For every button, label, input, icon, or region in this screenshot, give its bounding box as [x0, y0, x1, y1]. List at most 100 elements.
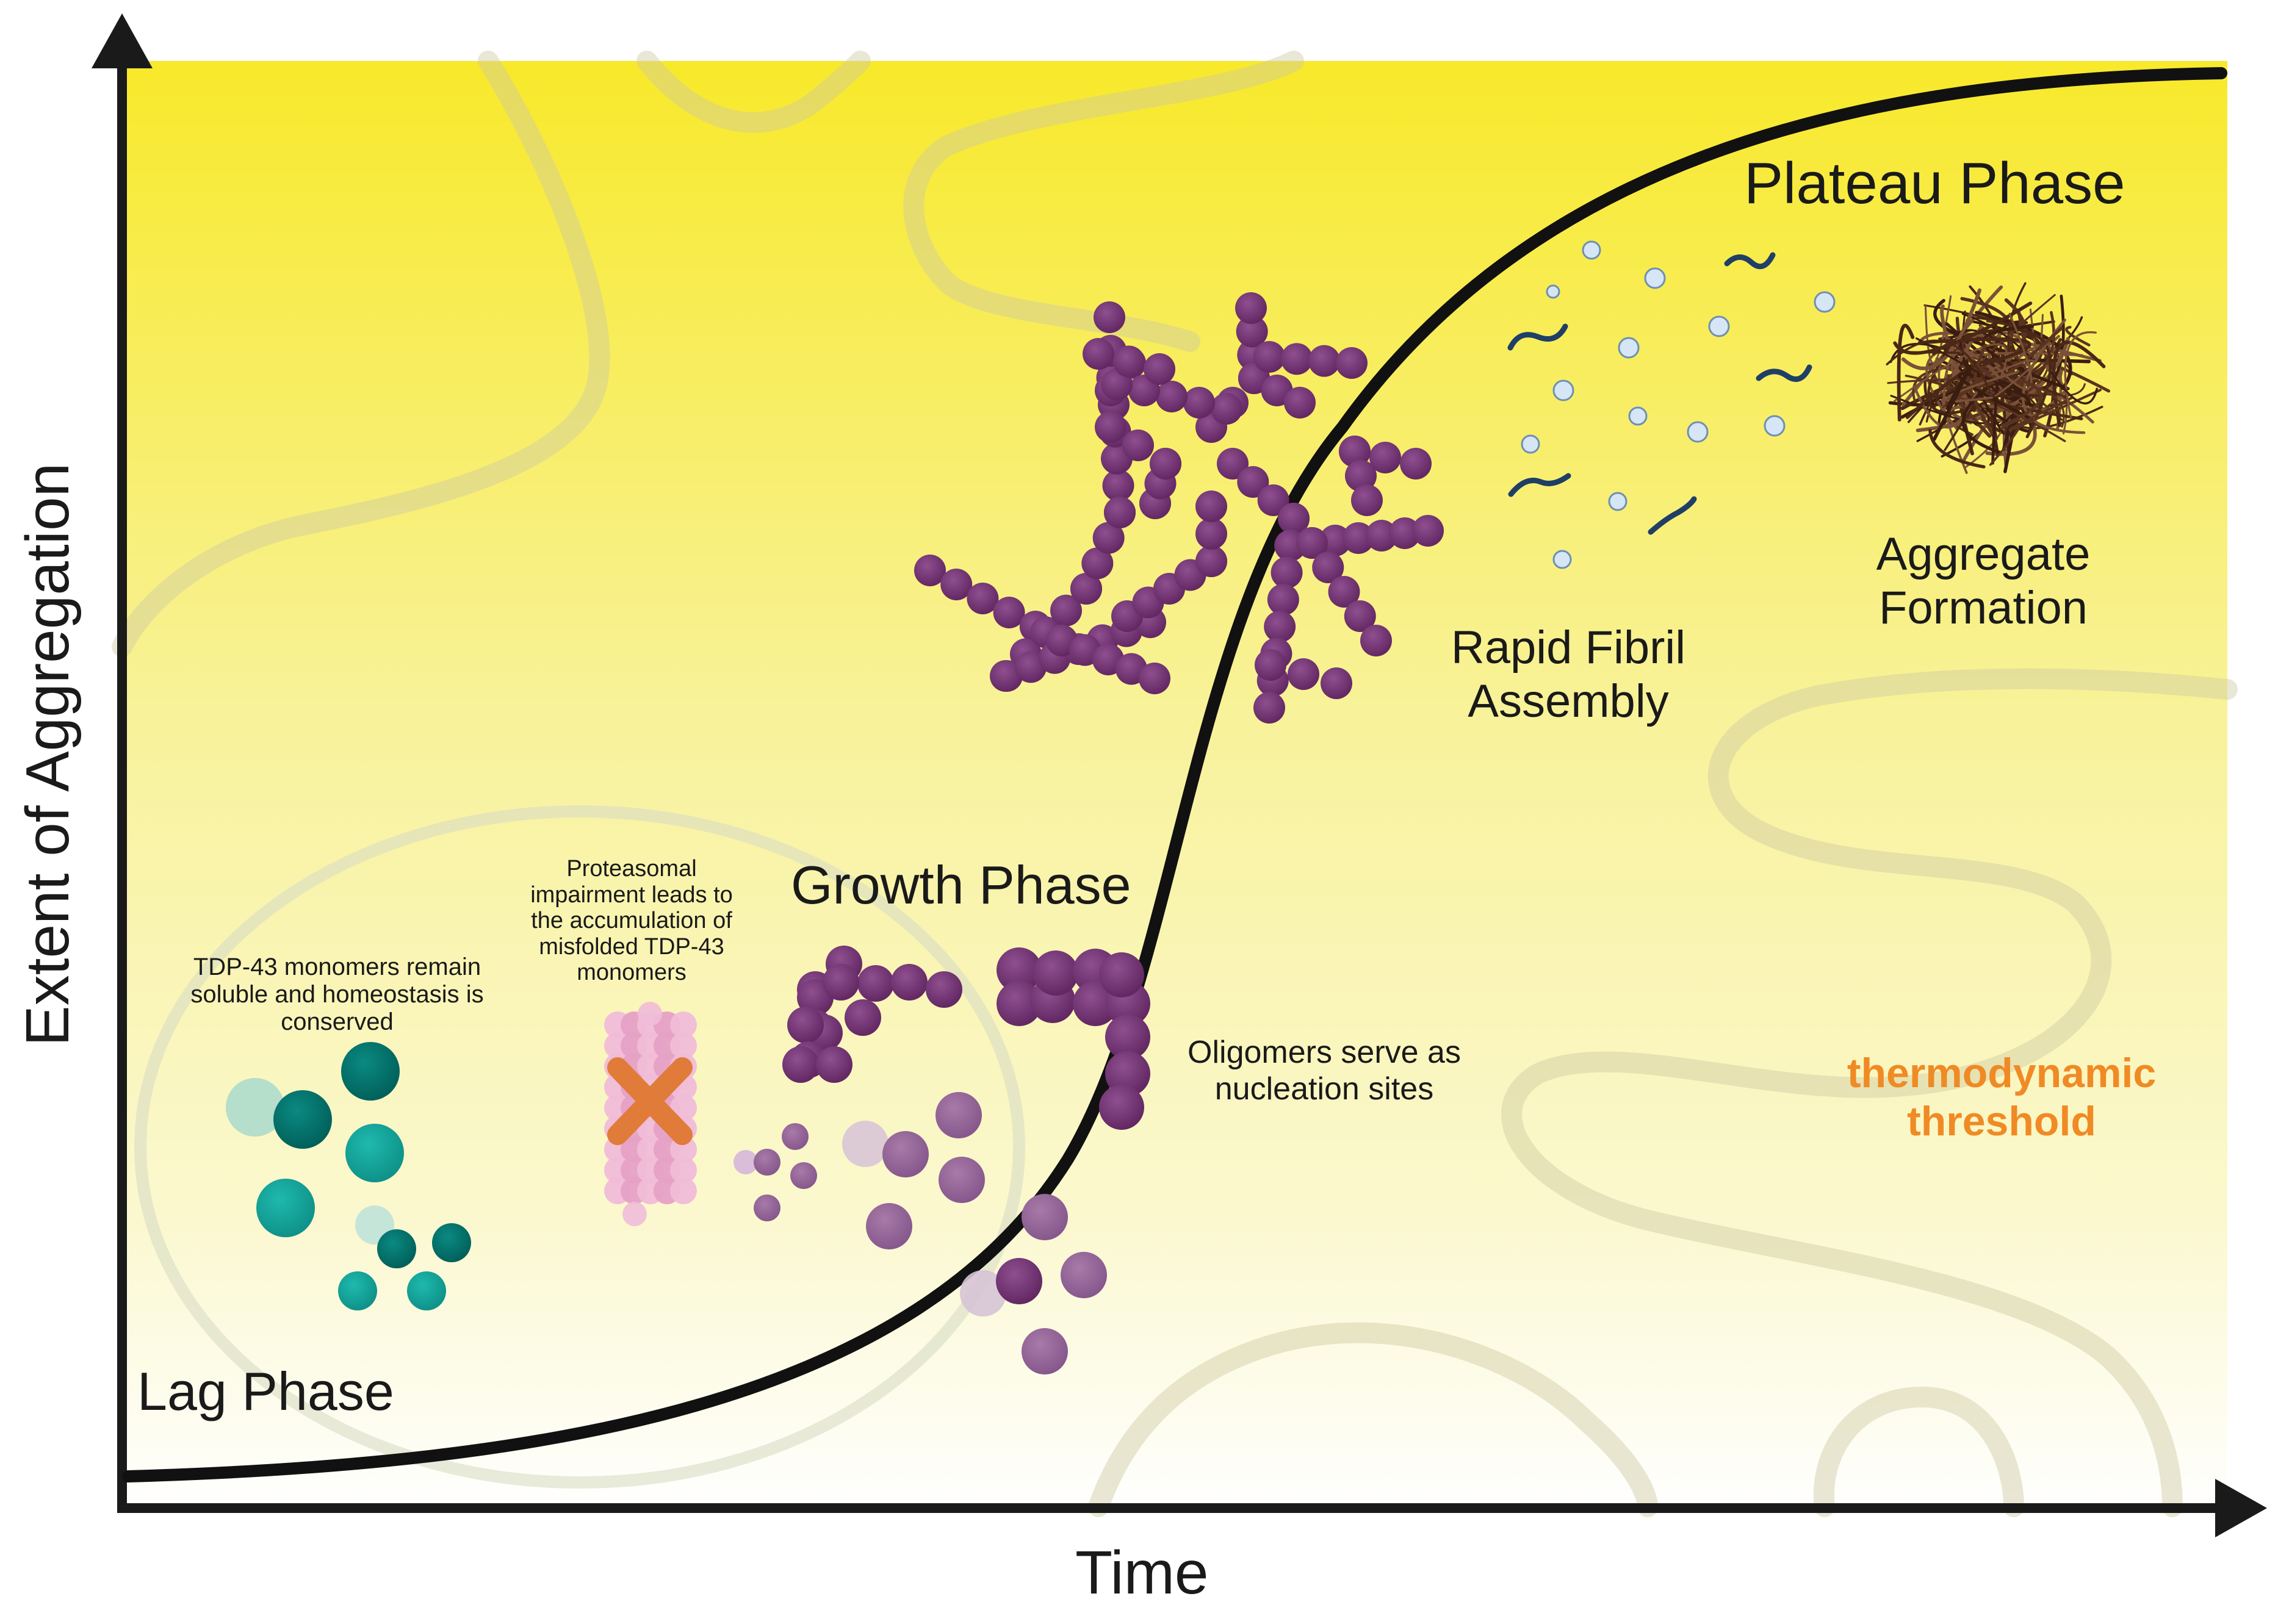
fibril-bead — [1113, 345, 1145, 378]
tangle-strand — [1901, 288, 1981, 370]
oligomer-bead — [1105, 1015, 1150, 1060]
fibril-fragment — [1648, 496, 1697, 535]
fibril-fragment — [1507, 323, 1568, 351]
tangle-strand — [1961, 312, 2035, 362]
particle — [1814, 291, 1836, 313]
fibril-bead — [1236, 315, 1268, 348]
fibril-bead — [1345, 460, 1377, 492]
tangle-strand — [1944, 387, 1985, 451]
fibril-bead — [1104, 497, 1136, 528]
fibril-bead — [1195, 545, 1227, 577]
tangle-strand — [1905, 358, 2007, 419]
monomer — [377, 1229, 416, 1268]
particle — [1618, 337, 1640, 359]
tangle-strand — [1924, 295, 1952, 364]
oligomer-bead — [857, 965, 894, 1002]
oligomer-bead — [1033, 950, 1078, 996]
fibril-bead — [1343, 522, 1374, 554]
tangle-strand — [1893, 343, 2008, 402]
oligomer-bead — [1099, 952, 1144, 997]
fibril-bead — [1102, 469, 1134, 501]
proteasome-subunit — [622, 1202, 647, 1226]
monomer — [407, 1271, 446, 1310]
fibril-bead — [1015, 651, 1047, 683]
tangle-strand — [1916, 337, 2030, 400]
tangle-strand — [1961, 377, 2002, 455]
teal-monomer-cluster — [226, 1042, 471, 1310]
particle — [1521, 434, 1540, 454]
tangle-strand — [1932, 364, 1972, 441]
fibril-bead — [1339, 436, 1371, 467]
monomer — [256, 1179, 315, 1237]
fibril-tangle-icon — [1886, 282, 2111, 474]
fibril-bead — [1183, 387, 1215, 419]
oligomer-bead — [1099, 1085, 1144, 1130]
fibril-bead — [1195, 490, 1227, 522]
background-cell-outlines — [112, 51, 2238, 1517]
tangle-strand — [1945, 322, 2032, 406]
oligomer-bead — [816, 1046, 852, 1083]
monomers-annotation: TDP-43 monomers remain soluble and homeo… — [190, 954, 484, 1035]
oligomer-bead — [997, 981, 1042, 1026]
tangle-strand — [2064, 331, 2097, 419]
monomer-small — [734, 1150, 758, 1174]
fibril-bead — [1094, 301, 1125, 333]
plot-background — [122, 61, 2227, 1513]
fibril-bead — [1278, 503, 1310, 534]
monomer — [338, 1271, 377, 1310]
tangle-strand — [1893, 301, 2033, 355]
fibril-bead — [1264, 611, 1296, 643]
monomer — [1022, 1328, 1068, 1374]
oligomer-chains — [782, 946, 1150, 1130]
fibril-fragment — [1756, 364, 1812, 383]
fibril-bead — [1319, 525, 1351, 556]
oligomer-bead — [823, 964, 859, 1001]
monomer-small — [790, 1162, 817, 1189]
threshold-annotation: thermodynamic threshold — [1847, 1050, 2157, 1144]
monomer-faded — [960, 1270, 1006, 1317]
fibril-fragments — [1507, 252, 1812, 535]
monomer-faded — [226, 1078, 284, 1137]
tangle-strand — [1991, 378, 1999, 465]
fibril-bead — [967, 583, 999, 614]
monomer — [935, 1092, 982, 1138]
monomer — [1061, 1252, 1107, 1298]
fibril-bead — [940, 569, 973, 600]
particle — [1644, 267, 1666, 289]
monomer-small — [754, 1195, 780, 1221]
fibril-bead — [1412, 515, 1444, 547]
y-axis-arrowhead — [92, 13, 153, 68]
particle — [1608, 492, 1627, 511]
proteasome-subunit — [670, 1011, 697, 1038]
fibril-bead — [1235, 292, 1267, 324]
fibril-bead — [1144, 353, 1175, 385]
x-axis-arrowhead — [2215, 1479, 2267, 1537]
fibril-network — [914, 292, 1444, 724]
fibril-bead — [1257, 484, 1289, 516]
fibril-bead — [1400, 448, 1432, 480]
x-axis-label: Time — [1075, 1539, 1209, 1607]
fibril-bead — [1237, 466, 1269, 498]
proteasome-subunit — [670, 1032, 697, 1059]
fibril-bead — [1328, 576, 1360, 608]
cross-icon — [607, 1057, 693, 1145]
tangle-strand — [1887, 378, 2065, 428]
fibril-bead — [1344, 600, 1376, 632]
monomer — [345, 1124, 404, 1182]
fibril-bead — [1211, 393, 1242, 425]
monomer-faded — [842, 1121, 888, 1167]
fibril-bead — [1050, 594, 1082, 627]
fibril-bead — [1092, 522, 1125, 554]
fibril-bead — [1253, 341, 1285, 373]
monomer — [996, 1258, 1042, 1304]
fibril-bead — [1336, 347, 1368, 379]
fibril-bead — [1271, 556, 1303, 589]
growth-phase-label: Growth Phase — [791, 855, 1131, 915]
tangle-strand — [1897, 323, 1915, 422]
fibril-bead — [1217, 448, 1249, 480]
monomer — [341, 1042, 400, 1101]
monomer-small — [754, 1149, 780, 1176]
oligomer-bead — [1105, 1051, 1150, 1096]
fibril-bead — [1267, 583, 1299, 616]
